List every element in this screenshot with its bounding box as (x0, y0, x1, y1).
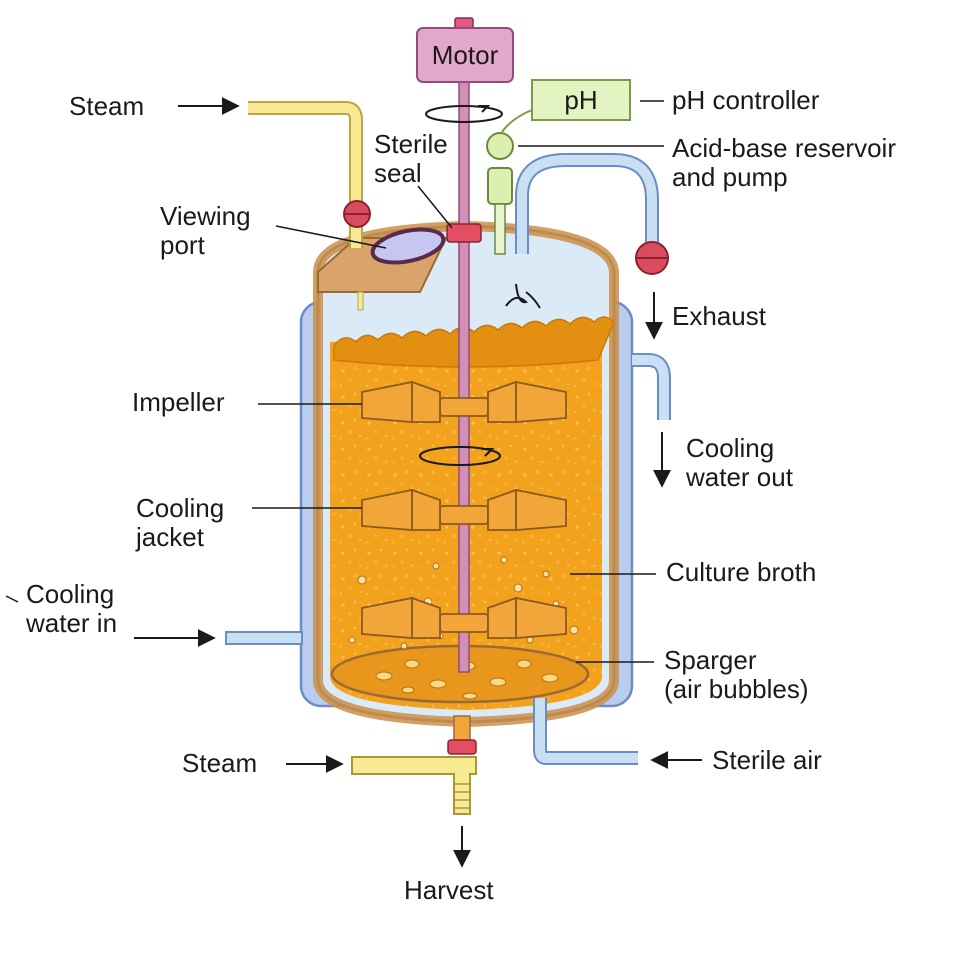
bottom-drain (453, 715, 471, 743)
ph-box-label: pH (564, 85, 597, 115)
cooling-water-out-pipe-fill (632, 355, 669, 420)
ph-controller-label: pH controller (672, 85, 820, 115)
ph-box (531, 79, 631, 121)
sterile-seal-label: Sterile seal (374, 129, 448, 188)
sterile-air-pipe-fill (535, 698, 638, 763)
exhaust-pipe-fill (517, 155, 657, 254)
harvest-label: Harvest (404, 875, 494, 905)
acid-base-pump (487, 167, 513, 205)
viewing-port-label: Viewing port (160, 201, 251, 260)
impeller-upper (361, 380, 567, 423)
bottom-valve (447, 739, 477, 755)
acid-base-line (494, 203, 506, 255)
rotation-arrow-broth (419, 446, 501, 466)
agitator-shaft (458, 81, 470, 673)
motor-box (416, 27, 514, 83)
steam-inlet-top-fill (248, 103, 361, 248)
cooling-water-in-label: Cooling water in (26, 579, 118, 638)
rotation-arrow-top (425, 105, 503, 123)
impeller-label: Impeller (132, 387, 225, 417)
acid-base-label: Acid-base reservoir and pump (672, 133, 896, 192)
steam-inlet-top (248, 101, 363, 248)
sparger-label: Sparger (air bubbles) (664, 645, 809, 704)
acid-base-bulb (486, 132, 514, 160)
cooling-jacket-label: Cooling jacket (136, 493, 225, 552)
steam-inlet-bottom (351, 756, 477, 815)
headspace-mark (505, 283, 541, 309)
ph-wire (501, 109, 533, 133)
viewing-port-window (370, 227, 446, 265)
steam-top-label: Steam (69, 91, 145, 121)
motor-label: Motor (432, 40, 499, 70)
culture-broth-label: Culture broth (666, 557, 817, 587)
vessel-wall (313, 220, 619, 728)
impeller-lower (361, 596, 567, 639)
flow-arrows (134, 97, 702, 868)
steam-drip (357, 291, 364, 311)
steam-bottom-label: Steam (182, 748, 258, 778)
leader-lines (5, 100, 664, 663)
sterile-seal (446, 223, 482, 243)
harvest-outlet-threads (454, 783, 470, 809)
cooling-water-in-pipe (225, 631, 303, 645)
rotation-arrowhead-top (478, 105, 491, 113)
foam-layer (333, 316, 615, 368)
rotation-arrowhead-broth (482, 448, 495, 457)
impeller-middle (361, 488, 567, 531)
exhaust-label: Exhaust (672, 301, 766, 331)
sterile-air-label: Sterile air (712, 745, 822, 775)
cooling-water-out-label: Cooling water out (686, 433, 793, 492)
